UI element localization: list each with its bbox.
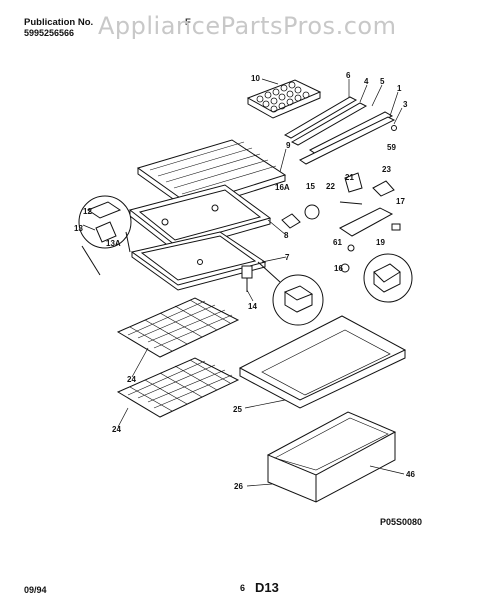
callout-59: 59 xyxy=(387,143,396,152)
diagram-code: P05S0080 xyxy=(380,517,423,527)
callout-7: 7 xyxy=(285,253,290,262)
callout-16: 16 xyxy=(334,264,343,273)
callout-10: 10 xyxy=(251,74,260,83)
callout-25: 25 xyxy=(233,405,242,414)
publication-number: 5995256566 xyxy=(24,28,75,38)
callout-5: 5 xyxy=(380,77,385,86)
watermark: AppliancePartsPros.com xyxy=(98,12,397,40)
egg-tray-drawing xyxy=(246,79,322,119)
callout-14: 14 xyxy=(248,302,257,311)
light-assembly-drawing xyxy=(281,172,413,303)
callout-1: 1 xyxy=(397,84,402,93)
footer-section-code: D13 xyxy=(255,580,279,595)
publication-label: Publication No. xyxy=(24,17,94,28)
header-partial-title: F xyxy=(185,17,191,28)
callout-9: 9 xyxy=(286,141,291,150)
callout-46: 46 xyxy=(406,470,415,479)
wire-shelf-lower-drawing xyxy=(116,357,240,418)
footer-date: 09/94 xyxy=(24,585,47,595)
callout-3: 3 xyxy=(403,100,408,109)
crisper-cover-frame-drawing xyxy=(130,231,267,291)
callout-12: 12 xyxy=(83,207,92,216)
callout-15: 15 xyxy=(306,182,315,191)
callout-8: 8 xyxy=(284,231,289,240)
footer-page-number: 6 xyxy=(240,583,246,593)
callout-61: 61 xyxy=(333,238,342,247)
wire-shelf-upper-drawing xyxy=(116,297,240,358)
callout-6: 6 xyxy=(346,71,351,80)
thermostat-detail-drawing xyxy=(257,261,324,326)
callout-24-upper: 24 xyxy=(127,375,136,384)
crisper-cover-drawing xyxy=(238,315,407,409)
callout-16a: 16A xyxy=(275,183,290,192)
callout-13: 13 xyxy=(74,224,83,233)
callout-19: 19 xyxy=(376,238,385,247)
knob-drawing xyxy=(241,265,253,292)
callout-labels: 10 6 4 5 1 3 59 9 23 21 15 16A 22 17 12 … xyxy=(74,71,415,491)
callout-26: 26 xyxy=(234,482,243,491)
callout-24-lower: 24 xyxy=(112,425,121,434)
callout-22: 22 xyxy=(326,182,335,191)
callout-23: 23 xyxy=(382,165,391,174)
callout-21: 21 xyxy=(345,173,354,182)
switch-detail-drawing xyxy=(78,195,132,276)
middle-shelf-drawing xyxy=(128,184,272,252)
callout-17: 17 xyxy=(396,197,405,206)
leader-lines xyxy=(82,78,405,487)
callout-4: 4 xyxy=(364,77,369,86)
crisper-drawer-drawing xyxy=(266,411,397,503)
shelf-rails-drawing xyxy=(283,96,397,165)
callout-13a: 13A xyxy=(106,239,121,248)
